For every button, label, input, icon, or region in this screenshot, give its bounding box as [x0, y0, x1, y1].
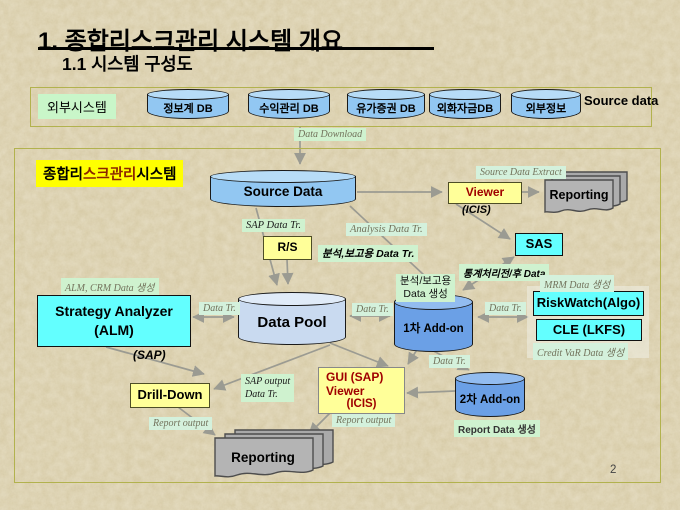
db-cylinder-yuga: 유가증권 DB [347, 89, 425, 119]
addon1-cylinder: 1차 Add-on [394, 294, 473, 352]
label-report-output-left: Report output [149, 417, 213, 430]
label-stat-data: 통계처리전/후 Data [459, 264, 550, 281]
svg-text:Reporting: Reporting [231, 450, 295, 465]
external-systems-label: 외부시스템 [38, 94, 116, 119]
strategy-analyzer-box: Strategy Analyzer (ALM) [37, 295, 191, 347]
cle-box: CLE (LKFS) [536, 319, 642, 341]
page-number: 2 [610, 464, 617, 476]
label-credit-var: Credit VaR Data 생성 [533, 343, 629, 360]
page-title: 1. 종합리스크관리 시스템 개요 [38, 28, 343, 55]
rs-box: R/S [263, 236, 312, 260]
sas-box: SAS [515, 233, 563, 256]
label-data-tr-sa: Data Tr. [199, 302, 240, 315]
source-data-cylinder: Source Data [210, 170, 356, 207]
db-cylinder-jeongbogye: 정보계 DB [147, 89, 229, 119]
label-alm-crm: ALM, CRM Data 생성 [61, 278, 159, 295]
label-analysis-kr: 분석,보고용 Data Tr. [318, 245, 419, 262]
svg-text:Reporting: Reporting [549, 188, 608, 202]
label-data-tr-a2: Data Tr. [429, 355, 470, 368]
label-sap-data-tr: SAP Data Tr. [242, 219, 305, 232]
label-data-tr-rw: Data Tr. [485, 302, 526, 315]
source-data-caption: Source data [584, 93, 659, 108]
title-underline [38, 47, 434, 50]
db-cylinder-oehwa: 외화자금DB [429, 89, 501, 119]
risk-system-label: 종합리스크관리시스템 [36, 160, 184, 187]
label-analysis-data-tr: Analysis Data Tr. [346, 223, 427, 236]
label-sap-output: SAP output Data Tr. [241, 374, 295, 402]
addon2-cylinder: 2차 Add-on [455, 372, 525, 417]
drilldown-box: Drill-Down [130, 383, 210, 408]
gui-viewer-box: GUI (SAP) Viewer (ICIS) [318, 367, 405, 414]
label-gen-data: 분석/보고용 Data 생성 [396, 274, 456, 302]
label-sap: (SAP) [133, 348, 166, 362]
reporting-stack-top: Reporting [544, 171, 628, 214]
riskwatch-box: RiskWatch(Algo) [533, 291, 644, 316]
db-cylinder-suik: 수익관리 DB [248, 89, 330, 119]
page-subtitle: 1.1 시스템 구성도 [62, 54, 193, 74]
label-source-data-extract: Source Data Extract [476, 166, 566, 179]
viewer-icis-label: (ICIS) [462, 204, 491, 216]
data-pool-cylinder: Data Pool [238, 292, 346, 345]
label-report-output-right: Report output [332, 414, 396, 427]
viewer-box: Viewer [448, 182, 522, 204]
external-systems-box [30, 87, 652, 127]
risk-system-box [14, 148, 661, 483]
reporting-stack-bottom: Reporting [214, 429, 334, 478]
label-report-data: Report Data 생성 [454, 420, 540, 437]
label-mrm: MRM Data 생성 [540, 275, 615, 292]
db-cylinder-oebu: 외부정보 [511, 89, 581, 119]
label-data-download: Data Download [294, 128, 367, 141]
label-data-tr-pool: Data Tr. [352, 303, 393, 316]
